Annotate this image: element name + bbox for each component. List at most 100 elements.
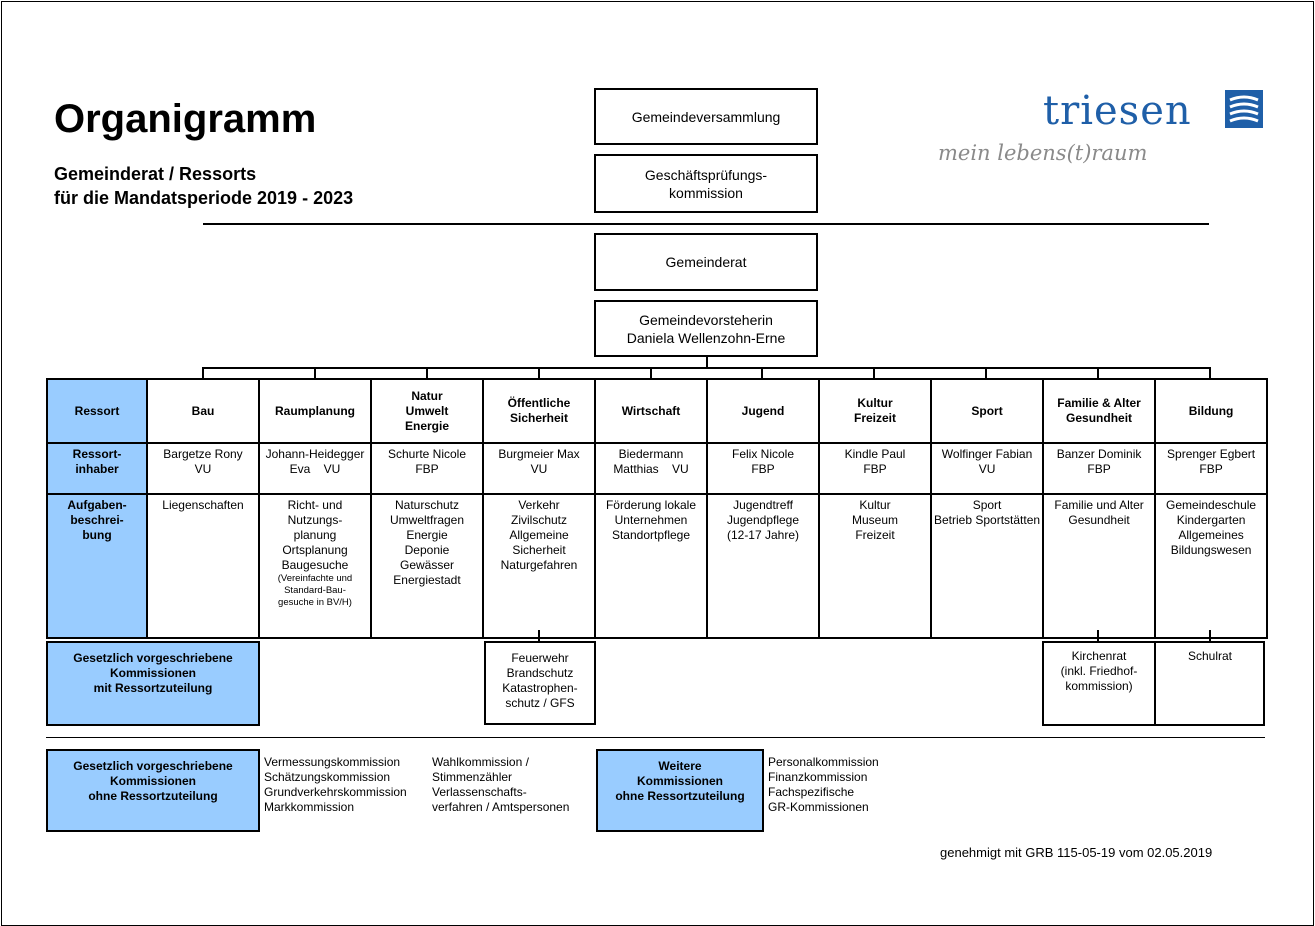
cell-text-line: Wahlkommission / [432, 755, 529, 769]
cell-text-line: Fachspezifische [768, 785, 855, 799]
cell-text-line: Bildungswesen [1170, 543, 1252, 557]
connector-line [1097, 367, 1099, 379]
cell-text-line: Liegenschaften [162, 498, 244, 512]
cell-text-line: VU [978, 462, 996, 476]
approval-note: genehmigt mit GRB 115-05-19 vom 02.05.20… [940, 845, 1213, 860]
box-label: Geschäftsprüfungs- [644, 166, 768, 183]
cell-text-line: FBP [1087, 462, 1111, 476]
cell-text-line: Museum [851, 513, 898, 527]
connector-line [761, 367, 763, 379]
connector-line [650, 367, 652, 379]
cell-text-line: gesuche in BV/H) [278, 597, 352, 608]
ressort-name-wirtschaft: Wirtschaft [594, 378, 708, 444]
cell-text-line: Allgemeines [1178, 528, 1244, 542]
cell-text-line: Naturschutz [394, 498, 460, 512]
cell-text-line: FBP [751, 462, 775, 476]
cell-text-line: (Vereinfachte und [277, 573, 353, 584]
cell-text-line: Feuerwehr [511, 651, 569, 665]
cell-text-line: Kommissionen [636, 774, 723, 788]
cell-text-line: (12-17 Jahre) [726, 528, 800, 542]
kirchenrat-text: Kirchenrat(inkl. Friedhof-kommission) [1044, 649, 1154, 694]
gemeinderat-box: Gemeinderat [594, 233, 818, 291]
cell-text-line: Schätzungskommission [264, 770, 391, 784]
cell-text-line: Öffentliche [507, 396, 571, 410]
row-label-inhaber: Ressort-inhaber [46, 442, 148, 495]
cell-text-line: Energie [406, 528, 448, 542]
cell-text-line: Sprenger Egbert [1167, 447, 1256, 461]
page-subtitle: Gemeinderat / Ressorts für die Mandatspe… [54, 162, 353, 210]
cell-text-line: Unternehmen [614, 513, 688, 527]
page-title: Organigramm [54, 97, 317, 141]
cell-text-line: Schurte Nicole [387, 447, 467, 461]
cell-text-line: Naturgefahren [500, 558, 578, 572]
cell-text-line: Vermessungskommission [264, 755, 401, 769]
cell-text-line: (inkl. Friedhof- [1060, 664, 1138, 678]
cell-text-line: Sport [972, 498, 1002, 512]
connector-line [1209, 367, 1211, 379]
connector-line [538, 367, 540, 379]
cell-text-line: Gesundheit [1068, 513, 1130, 527]
cell-text-line: planung [293, 528, 337, 542]
cell-text-line: Gesetzlich vorgeschriebene [73, 759, 233, 773]
schulrat-text: Schulrat [1156, 649, 1264, 664]
cell-text-line: Natur [411, 388, 443, 403]
cell-text-line: Weitere [658, 759, 702, 773]
cell-text-line: ohne Ressortzuteilung [88, 789, 218, 803]
cell-text-line: Energiestadt [393, 573, 461, 587]
connector-line [1154, 641, 1156, 726]
ressort-name-raumplanung: Raumplanung [258, 378, 372, 444]
cell-text-line: Gesetzlich vorgeschriebene [73, 651, 233, 665]
cell-text-line: Nutzungs- [287, 513, 343, 527]
cell-text-line: Bau [191, 403, 215, 418]
cell-text-line: Aufgaben- [67, 498, 127, 512]
cell-text-line: FBP [863, 462, 887, 476]
connector-line [873, 367, 875, 379]
cell-text-line: Förderung lokale [605, 498, 697, 512]
connector-line [202, 367, 204, 379]
box-label: Gemeindeversammlung [631, 108, 781, 125]
cell-text-line: Gemeindeschule [1166, 498, 1257, 512]
logo-tagline: mein lebens(t)raum [938, 141, 1148, 165]
gpk-box: Geschäftsprüfungs-kommission [594, 154, 818, 213]
cell-text-line: Freizeit [853, 411, 896, 425]
cell-text-line: Standard-Bau- [284, 585, 346, 596]
cell-text-line: ohne Ressortzuteilung [615, 789, 745, 803]
cell-text-line: Gewässer [399, 558, 455, 572]
row-label-ressort: Ressort [46, 378, 148, 444]
subtitle-line: für die Mandatsperiode 2019 - 2023 [54, 188, 354, 208]
cell-text-line: Jugend [741, 403, 785, 418]
cell-text-line: Standortpflege [611, 528, 691, 542]
row-label-aufgaben: Aufgaben-beschrei-bung [46, 493, 148, 639]
connector-line [538, 630, 540, 642]
cell-text-line: Banzer Dominik [1056, 447, 1142, 461]
ressort-name-jugend: Jugend [706, 378, 820, 444]
cell-text-line: Kommissionen [109, 774, 196, 788]
connector-line [426, 367, 428, 379]
cell-text-line: Schulrat [1187, 649, 1233, 663]
cell-text-line: Kommissionen [109, 666, 196, 680]
cell-text-line: Umweltfragen [389, 513, 465, 527]
cell-text-line: Johann-Heidegger [265, 447, 365, 461]
cell-text-line: Richt- und [287, 498, 343, 512]
cell-text-line: Sport [971, 403, 1003, 418]
cell-text-line: schutz / GFS [505, 696, 575, 710]
tasks-cell: Liegenschaften [146, 493, 260, 639]
